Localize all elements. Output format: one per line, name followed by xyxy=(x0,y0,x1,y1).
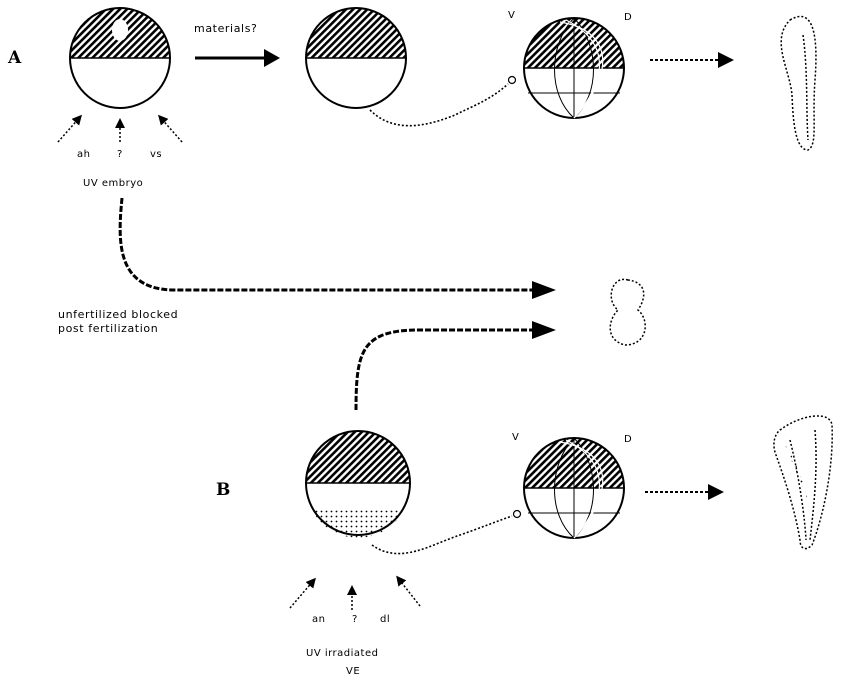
dorsal-label-a: D xyxy=(624,12,633,23)
ventralized-embryo xyxy=(609,278,646,346)
egg-b-host xyxy=(523,437,625,539)
converge-curve xyxy=(354,328,535,411)
zygote-label-b-line2: VE xyxy=(346,666,361,677)
tadpole-twinned-b xyxy=(773,415,833,550)
egg-a-host xyxy=(523,17,625,119)
injection-label-a-right: vs xyxy=(150,149,163,160)
ventral-label-a: V xyxy=(508,10,516,21)
tadpole-normal-a xyxy=(780,15,817,151)
egg-a-treated xyxy=(305,7,407,109)
injection-label-b-right: dl xyxy=(380,614,391,625)
zygote-label-a: UV embryo xyxy=(83,178,144,189)
injection-label-a-mid: ? xyxy=(117,149,123,160)
egg-a-zygote xyxy=(69,7,171,109)
irradiated-curve xyxy=(118,197,535,292)
middle-label-line1: unfertilized blocked xyxy=(58,308,179,321)
panel-a xyxy=(57,7,817,151)
middle-label-line2: post fertilization xyxy=(58,322,159,335)
injection-arrows-a xyxy=(57,114,183,143)
injection-label-b-mid: ? xyxy=(352,614,358,625)
injection-label-a-left: ah xyxy=(77,149,91,160)
middle-section xyxy=(118,197,646,411)
treatment-label: materials? xyxy=(194,22,258,35)
injection-arrows-b xyxy=(289,575,421,610)
panel-b-letter: B xyxy=(216,480,231,500)
dorsal-label-b: D xyxy=(624,434,633,445)
injection-label-b-left: an xyxy=(312,614,326,625)
transplant-path-a xyxy=(369,83,509,127)
egg-b-zygote xyxy=(305,430,411,538)
panel-a-letter: A xyxy=(8,48,22,68)
ventral-label-b: V xyxy=(512,432,520,443)
panel-b xyxy=(289,415,833,610)
transplant-path-b xyxy=(371,515,513,555)
zygote-label-b-line1: UV irradiated xyxy=(306,648,379,659)
